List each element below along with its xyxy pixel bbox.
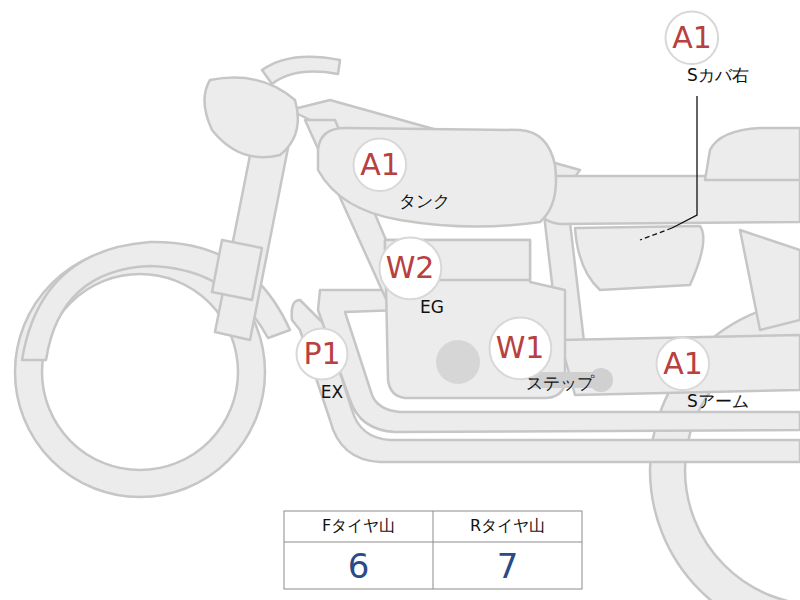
fuel-tank xyxy=(318,128,556,227)
front-wheel-inner xyxy=(42,274,238,470)
table-frame xyxy=(284,511,582,589)
part-name: EX xyxy=(321,383,343,402)
callout-code: W1 xyxy=(496,333,545,363)
headlight xyxy=(204,78,297,158)
callout: A1Sアーム xyxy=(655,336,711,392)
callout-code: A1 xyxy=(360,150,400,180)
callout-circle xyxy=(354,139,407,192)
callout-code: W2 xyxy=(386,253,435,283)
callout: W2EG xyxy=(378,236,443,301)
callout: P1EX xyxy=(295,327,349,381)
handlebar xyxy=(262,57,340,84)
table-rule xyxy=(433,511,434,589)
table-value: 7 xyxy=(433,542,582,589)
callout: A1Sカバ右 xyxy=(664,10,720,66)
part-name: ステップ xyxy=(526,374,594,393)
callout-circle xyxy=(657,338,710,391)
engine-cover xyxy=(436,340,480,384)
fork-cover xyxy=(212,240,262,300)
leader-line-hidden xyxy=(640,228,672,240)
seat xyxy=(540,176,800,224)
table-value: 6 xyxy=(284,542,433,589)
callout-circle xyxy=(379,237,441,299)
seat-tail xyxy=(705,128,800,180)
callout-code: A1 xyxy=(663,349,703,379)
callout-circle xyxy=(666,12,719,65)
side-cover xyxy=(575,226,703,290)
callout-circle xyxy=(489,317,551,379)
part-name: Sカバ右 xyxy=(687,66,749,85)
front-fork xyxy=(215,130,290,340)
callout-circle xyxy=(297,329,348,380)
part-name: Sアーム xyxy=(687,392,749,411)
table-header: Fタイヤ山 xyxy=(284,511,433,542)
part-name: EG xyxy=(420,298,444,317)
table-header: Rタイヤ山 xyxy=(433,511,582,542)
part-name: タンク xyxy=(399,192,450,211)
callout: A1タンク xyxy=(352,137,408,193)
callout: W1ステップ xyxy=(488,316,553,381)
rear-frame xyxy=(740,230,800,330)
callout-code: A1 xyxy=(672,23,712,53)
callout-code: P1 xyxy=(303,339,340,369)
swing-arm xyxy=(560,335,800,395)
leader-line xyxy=(672,96,697,228)
